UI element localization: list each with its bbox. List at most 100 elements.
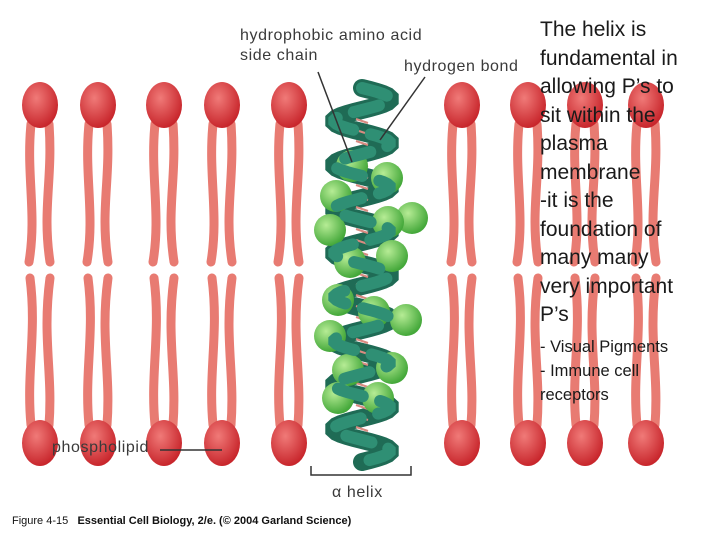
phospholipid [510,273,546,466]
fatty-acid-tail [648,119,661,267]
fatty-acid-tail [630,119,643,267]
phosphate-head [204,420,240,466]
lipid-bilayer [22,82,664,466]
fatty-acid-tail [447,273,459,430]
fatty-acid-tail [148,119,161,267]
helix-ribbon-front [328,82,396,468]
side-chain-label-line1: hydrophobic amino acid [240,27,423,44]
sub-line: receptors [540,386,609,404]
phosphate-head [510,82,546,128]
phosphate-head [204,82,240,128]
phosphate-head [80,82,116,128]
fatty-acid-tail [273,119,286,267]
phosphate-head [628,82,664,128]
hydrogen-bond-pointer-line [379,76,426,141]
side-chain-ball [396,202,428,234]
side-chain-ball [372,206,404,238]
fatty-acid-tail [24,119,37,267]
hydrogen-bond-label: hydrogen bond [404,58,519,75]
helix-bracket [310,466,412,476]
fatty-acid-tail [569,119,582,267]
hydrogen-bond [355,426,369,432]
alpha-helix [314,79,428,471]
book-credit: Essential Cell Biology, 2/e. (© 2004 Gar… [77,515,352,527]
slide-sub-text: - Visual Pigments - Immune cell receptor… [540,335,718,407]
fatty-acid-tail [464,273,477,430]
fatty-acid-tail [42,273,55,430]
phosphate-head [271,420,307,466]
fatty-acid-tail [648,273,661,430]
figure-caption: Figure 4-15 Essential Cell Biology, 2/e.… [12,515,351,527]
phosphate-head [22,82,58,128]
fatty-acid-tail [42,119,55,267]
side-chain-pointer-line [317,71,353,163]
fatty-acid-tail [631,273,643,430]
fatty-acid-tail [83,273,95,430]
hydrogen-bond [355,184,369,190]
phosphate-head [567,82,603,128]
phosphate-head [271,82,307,128]
main-line: sit within the [540,103,656,127]
phospholipid [444,273,480,466]
fatty-acid-tail [25,273,37,430]
main-line: very important [540,274,674,298]
phosphate-head [146,420,182,466]
phospholipid [22,273,58,466]
annotation-lines [160,71,426,476]
fatty-acid-tail [274,273,286,430]
phospholipid [22,82,58,267]
phospholipid [271,273,307,466]
phosphate-head [22,420,58,466]
fatty-acid-tail [530,273,543,430]
main-line: fundamental in [540,46,678,70]
fatty-acid-tail [530,119,543,267]
main-line: P’s [540,303,569,326]
fatty-acid-tail [100,119,113,267]
phosphate-head [510,420,546,466]
phospholipid [510,82,546,267]
main-line: foundation of [540,217,662,241]
phospholipid [567,273,603,466]
side-chain-ball [390,304,422,336]
sub-line: - Visual Pigments [540,338,669,356]
fatty-acid-tail [100,273,113,430]
phosphate-head [80,420,116,466]
side-chain-ball [376,240,408,272]
main-line: The helix is [540,18,647,41]
main-line: membrane [540,160,641,184]
hydrogen-bond [355,118,369,124]
side-chain-ball [314,214,346,246]
phospholipid [204,82,240,267]
phospholipid [146,82,182,267]
fatty-acid-tail [166,273,179,430]
phospholipid [80,82,116,267]
phosphate-head [444,420,480,466]
hydrogen-bond [355,228,369,234]
main-line: many many [540,246,649,269]
phospholipid [146,273,182,466]
figure-number: Figure 4-15 [12,515,69,527]
fatty-acid-tail [513,273,525,430]
fatty-acid-tail [206,119,219,267]
slide-main-text: The helix is fundamental in allowing P’s… [540,16,718,330]
fatty-acid-tail [512,119,525,267]
phosphate-head [628,420,664,466]
main-line: allowing P’s to [540,75,674,98]
phosphate-head [567,420,603,466]
sub-line: - Immune cell [540,362,640,380]
main-line: -it is the [540,189,614,212]
fatty-acid-tail [587,273,600,430]
fatty-acid-tail [464,119,477,267]
phospholipid [628,273,664,466]
fatty-acid-tail [224,119,237,267]
fatty-acid-tail [166,119,179,267]
phosphate-head [146,82,182,128]
hydrogen-bond [355,140,369,146]
hydrogen-bond [355,382,369,388]
fatty-acid-tail [291,273,304,430]
fatty-acid-tail [207,273,219,430]
phospholipid [271,82,307,267]
side-chain-label-line2: side chain [240,47,319,64]
phosphate-head [444,82,480,128]
